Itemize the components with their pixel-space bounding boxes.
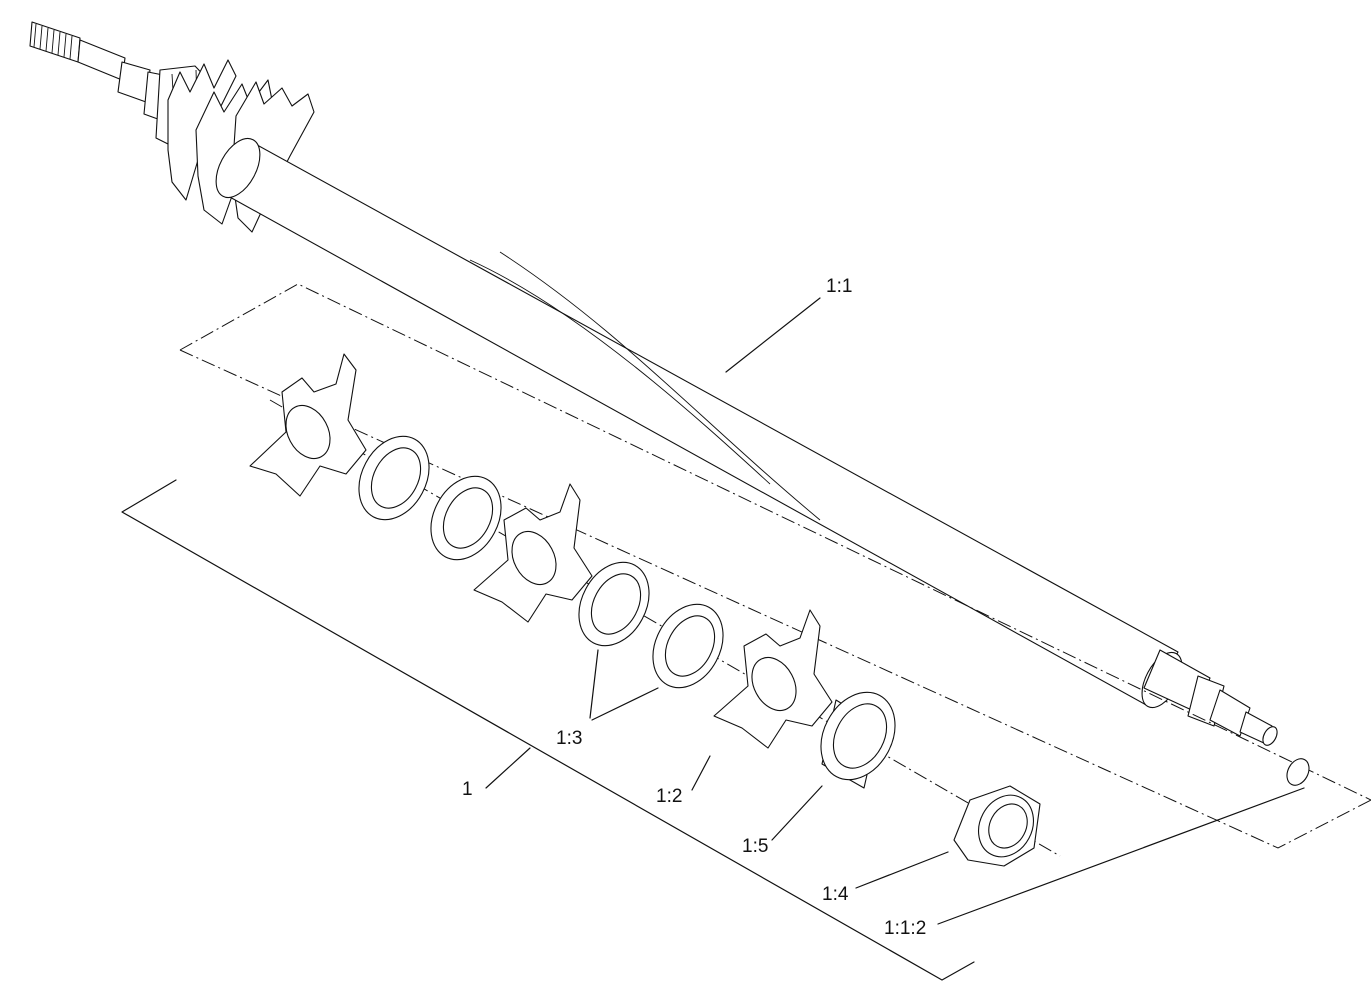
- hex-nut: [953, 785, 1041, 867]
- assembly-bracket: [121, 479, 975, 981]
- callout-1-4: 1:4: [822, 884, 849, 905]
- retaining-ring: [1286, 758, 1310, 786]
- spider-2: [473, 483, 593, 623]
- bearing-ring-4: [652, 603, 724, 689]
- callout-1: 1: [462, 779, 473, 800]
- leader-lines: [589, 297, 1305, 925]
- centerline-phantom: [179, 283, 1371, 857]
- bearing-ring-1: [358, 435, 430, 521]
- callout-1-3: 1:3: [556, 728, 582, 749]
- spider-3: [713, 609, 833, 749]
- reel-shaft: [29, 21, 1278, 746]
- bearing-ring-2: [430, 475, 502, 561]
- spider-1: [249, 353, 367, 497]
- spacer-sleeve: [820, 691, 896, 789]
- callout-1-5: 1:5: [742, 836, 768, 857]
- callout-1-2: 1:2: [656, 786, 682, 807]
- bearing-ring-3: [578, 561, 650, 647]
- callout-1-1-2: 1:1:2: [884, 918, 926, 939]
- callout-1-1: 1:1: [826, 276, 852, 297]
